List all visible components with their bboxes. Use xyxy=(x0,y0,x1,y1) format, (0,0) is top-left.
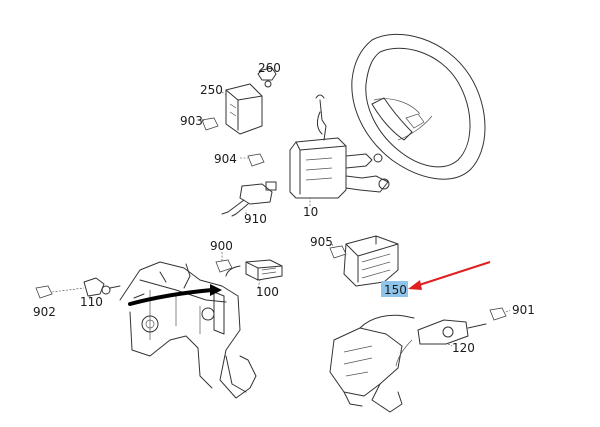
label-903: 903 xyxy=(180,114,203,128)
label-904: 904 xyxy=(214,152,237,166)
label-901: 901 xyxy=(512,303,535,317)
label-910: 910 xyxy=(244,212,267,226)
label-905: 905 xyxy=(310,235,333,249)
part-labels: 260 250 903 904 910 10 900 905 100 902 1… xyxy=(33,61,535,355)
label-150: 150 xyxy=(384,283,407,297)
label-260: 260 xyxy=(258,61,281,75)
label-10: 10 xyxy=(303,205,318,219)
highlight-arrow xyxy=(408,261,491,290)
clip-tags xyxy=(35,117,507,321)
label-902: 902 xyxy=(33,305,56,319)
wire-harness-drawing xyxy=(221,181,277,217)
label-250: 250 xyxy=(200,83,223,97)
pedal-module-120-drawing xyxy=(329,314,487,413)
label-100: 100 xyxy=(256,285,279,299)
connector-100-drawing xyxy=(225,259,283,281)
steering-column-drawing xyxy=(289,94,390,199)
switch-150-drawing xyxy=(343,235,399,287)
steering-wheel-drawing xyxy=(351,33,486,180)
pedal-assembly-drawing xyxy=(119,261,257,399)
label-110: 110 xyxy=(80,295,103,309)
clock-spring-drawing xyxy=(225,67,277,135)
sensor-110-drawing xyxy=(83,277,121,297)
label-120: 120 xyxy=(452,341,475,355)
leader-lines xyxy=(51,62,511,347)
highlight-box-150 xyxy=(381,281,408,297)
label-900: 900 xyxy=(210,239,233,253)
